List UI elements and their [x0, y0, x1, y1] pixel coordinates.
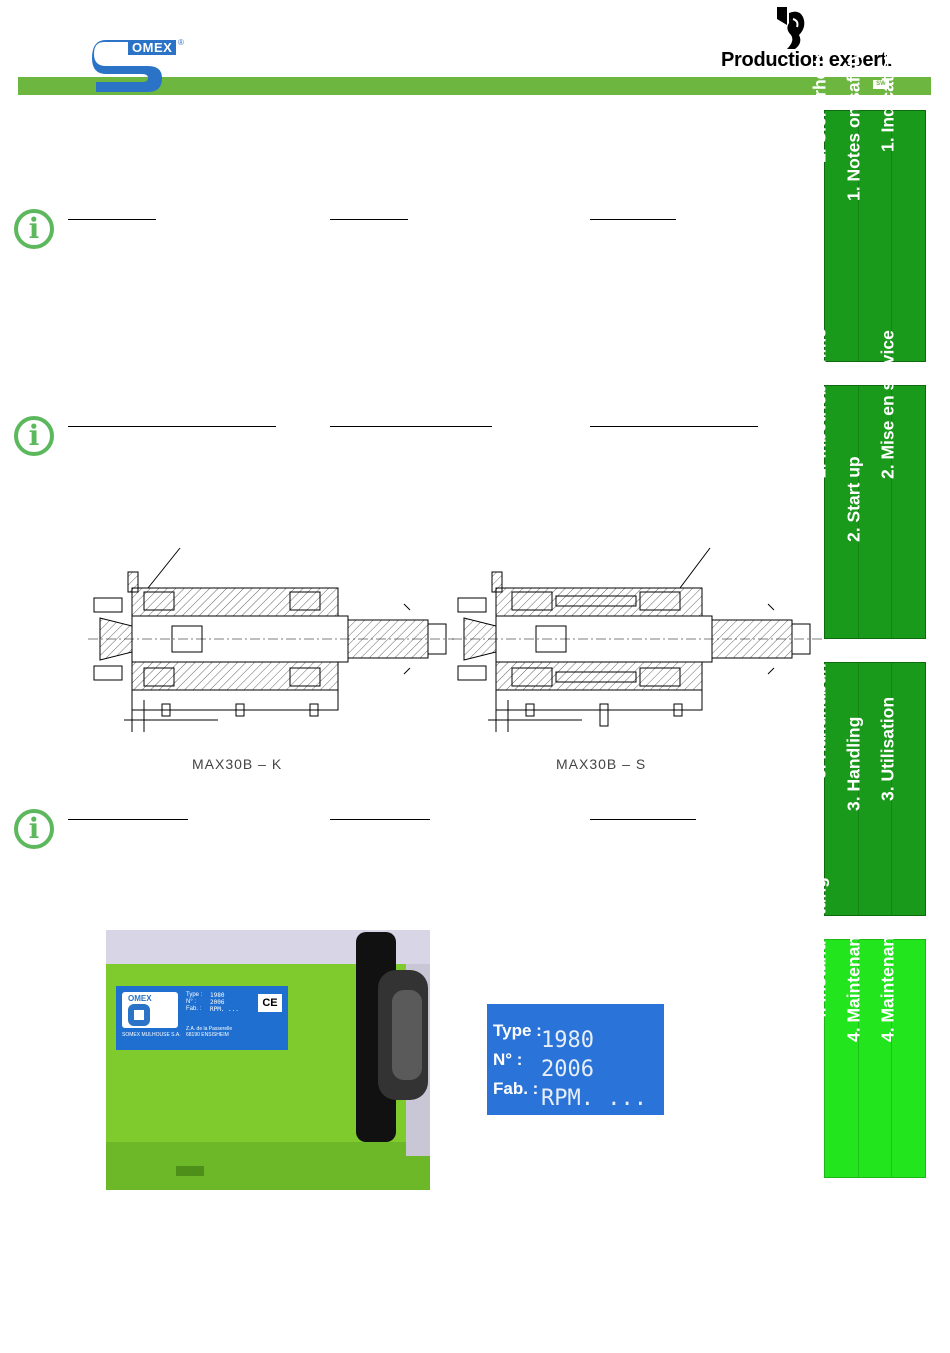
plate-label-type: Type : [493, 1021, 542, 1040]
tab-safety-fr: 1. Indication de sécurité [877, 0, 898, 152]
plate-label-fab: Fab. : [493, 1079, 539, 1098]
tab-startup-de: 2. Inbetriebnahme [809, 328, 830, 479]
tab-startup-fr: 2. Mise en service [877, 330, 898, 480]
info-icon: i [14, 416, 54, 456]
info-icon: i [14, 209, 54, 249]
photo-nameplate: OMEX Type : N° : Fab. : 1980 2006 RPM. .… [116, 986, 288, 1050]
tab-maintenance[interactable]: 4. Instandhaltung 4. Maintenance 4. Main… [810, 877, 926, 1178]
photo-plate-label-fab: Fab. : [186, 1006, 202, 1012]
somex-logo [92, 40, 182, 96]
heading-rule-de [590, 819, 696, 820]
heading-rule-fr [68, 819, 188, 820]
tab-startup-en: 2. Start up [843, 456, 864, 543]
photo-plate-brand: OMEX [128, 994, 152, 1003]
photo-plate-label-type: Type : [186, 992, 203, 998]
ce-mark: CE [258, 994, 282, 1012]
production-expert-emblem [773, 5, 809, 51]
tab-maintenance-en: 4. Maintenance [843, 916, 864, 1042]
plate-value-number: 2006 [541, 1057, 594, 1082]
registered-mark: ® [178, 38, 184, 47]
drawing-caption-k: MAX30B – K [192, 756, 283, 772]
slogan: Production expert. [721, 49, 893, 71]
spindle-drawing-s [452, 540, 822, 740]
drawing-caption-s: MAX30B – S [556, 756, 647, 772]
tab-handling-en: 3. Handling [843, 716, 864, 811]
heading-rule-en [330, 819, 430, 820]
info-icon: i [14, 809, 54, 849]
heading-rule-de [590, 219, 676, 220]
heading-rule-fr [68, 426, 276, 427]
photo-plate-address2: 68190 ENSISHEIM [186, 1032, 229, 1038]
tab-safety-en: 1. Notes on safety [843, 51, 864, 202]
plate-label-number: N° : [493, 1050, 523, 1069]
product-photo: OMEX Type : N° : Fab. : 1980 2006 RPM. .… [106, 930, 430, 1190]
photo-plate-label-n: N° : [186, 999, 197, 1005]
tab-safety[interactable]: 1. Sicherheitshinweise 1. Notes on safet… [810, 0, 926, 362]
tab-handling[interactable]: 3. Handhabung 3. Handling 3. Utilisation [810, 652, 926, 916]
header-badge: SW [873, 80, 889, 89]
photo-plate-fab: RPM. ... [210, 1006, 239, 1013]
tab-maintenance-fr: 4. Maintenance [877, 916, 898, 1042]
plate-value-type: 1980 [541, 1028, 594, 1053]
nameplate-closeup: Type : N° : Fab. : 1980 2006 RPM. ... [487, 1004, 664, 1115]
tab-handling-fr: 3. Utilisation [877, 696, 898, 801]
heading-rule-en [330, 219, 408, 220]
somex-logo-text: OMEX [128, 40, 177, 55]
photo-plate-number: 2006 [210, 999, 225, 1006]
tab-maintenance-de: 4. Instandhaltung [809, 877, 830, 1023]
heading-rule-fr [68, 219, 156, 220]
header-bar [18, 77, 931, 95]
plate-value-fab: RPM. ... [541, 1086, 647, 1111]
photo-plate-company: SOMEX MULHOUSE S.A. [122, 1032, 181, 1038]
heading-rule-de [590, 426, 758, 427]
tab-safety-de: 1. Sicherheitshinweise [809, 0, 830, 164]
photo-plate-type: 1980 [210, 992, 225, 999]
tab-start-up[interactable]: 2. Inbetriebnahme 2. Start up 2. Mise en… [810, 328, 926, 639]
photo-plate-address1: Z.A. de la Passerelle [186, 1026, 233, 1032]
spindle-drawing-k [88, 540, 454, 740]
heading-rule-en [330, 426, 492, 427]
